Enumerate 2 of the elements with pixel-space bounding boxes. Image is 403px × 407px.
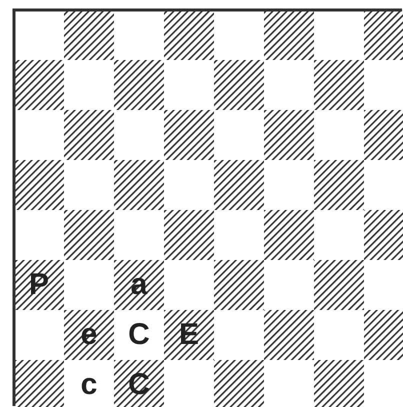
piece-letter: c	[80, 370, 98, 400]
piece-letter: C	[128, 320, 150, 350]
